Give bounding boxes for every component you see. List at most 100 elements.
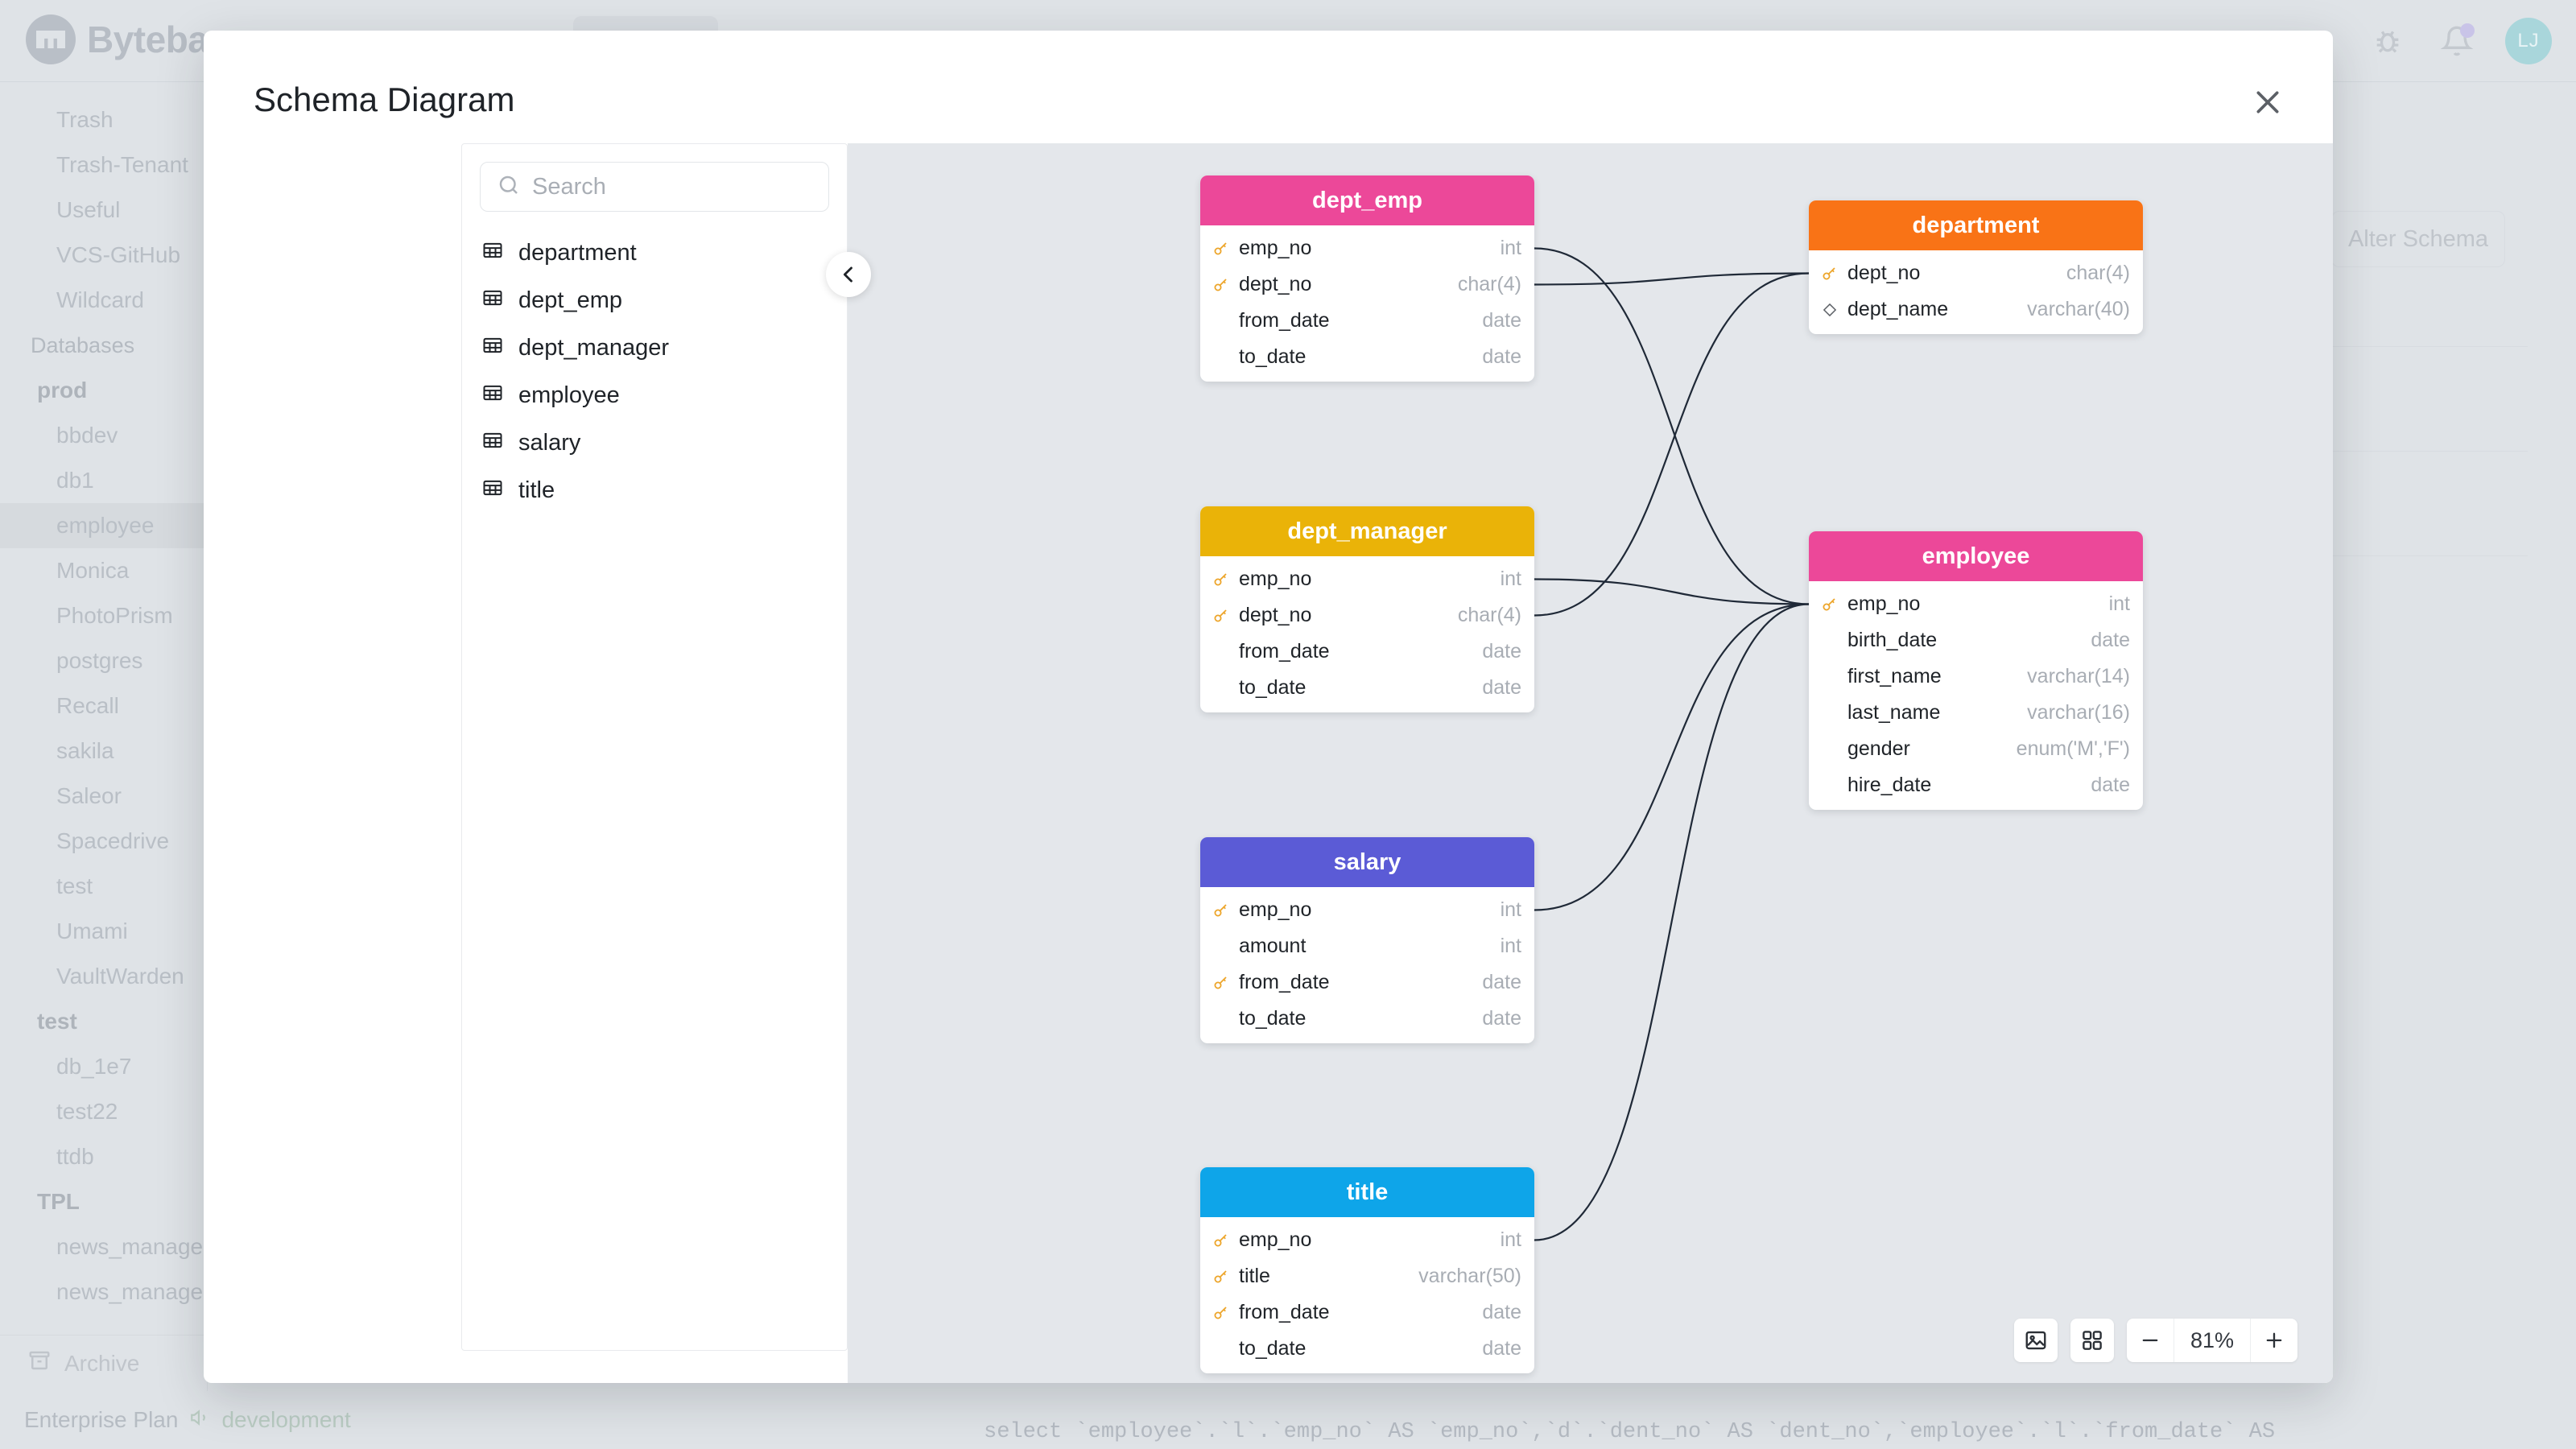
sidebar-item-vcs-github[interactable]: VCS-GitHub	[0, 233, 207, 278]
sidebar-item-databases[interactable]: Databases	[0, 323, 207, 368]
sidebar-item-ttdb[interactable]: ttdb	[0, 1134, 207, 1179]
table-list-item-employee[interactable]: employee	[462, 372, 847, 419]
image-export-icon[interactable]	[2014, 1319, 2058, 1362]
sidebar-item-umami[interactable]: Umami	[0, 909, 207, 954]
sidebar-item-test22[interactable]: test22	[0, 1089, 207, 1134]
archive-icon	[27, 1348, 52, 1378]
app-footer: Enterprise Plan development	[0, 1391, 2576, 1449]
avatar[interactable]: LJ	[2505, 18, 2552, 64]
search-box[interactable]	[480, 162, 829, 212]
collapse-panel-button[interactable]	[826, 252, 871, 297]
table-list-panel: departmentdept_empdept_manageremployeesa…	[461, 143, 848, 1351]
sidebar-item-news-manage[interactable]: news_manage	[0, 1224, 207, 1269]
erd-edge	[1534, 247, 1810, 605]
sidebar-item-wildcard[interactable]: Wildcard	[0, 278, 207, 323]
sidebar-item-spacedrive[interactable]: Spacedrive	[0, 819, 207, 864]
search-icon	[497, 173, 521, 201]
key-icon	[1212, 239, 1231, 258]
erd-column-type: char(4)	[1457, 604, 1521, 626]
erd-column-name: emp_no	[1239, 1228, 1312, 1251]
key-icon	[1820, 264, 1839, 283]
zoom-in-button[interactable]	[2251, 1319, 2297, 1362]
search-input[interactable]	[532, 173, 812, 200]
sidebar-item-recall[interactable]: Recall	[0, 683, 207, 729]
table-icon	[481, 287, 504, 316]
sidebar-item-news-manage[interactable]: news_manage	[0, 1269, 207, 1315]
sidebar-item-sakila[interactable]: sakila	[0, 729, 207, 774]
grid-layout-icon[interactable]	[2070, 1319, 2114, 1362]
erd-column-name: title	[1239, 1265, 1270, 1287]
sidebar-item-trash-tenant[interactable]: Trash-Tenant	[0, 142, 207, 188]
erd-column-type: char(4)	[1457, 273, 1521, 295]
erd-column-name: from_date	[1239, 640, 1330, 663]
table-list-item-dept_manager[interactable]: dept_manager	[462, 324, 847, 372]
table-list-item-department[interactable]: department	[462, 229, 847, 277]
sidebar-item-postgres[interactable]: postgres	[0, 638, 207, 683]
zoom-out-button[interactable]	[2127, 1319, 2174, 1362]
erd-node-title: dept_manager	[1200, 506, 1534, 556]
sidebar-item-employee[interactable]: employee	[0, 503, 207, 548]
erd-column-type: date	[1482, 1337, 1521, 1360]
sidebar-item-prod[interactable]: prod	[0, 368, 207, 413]
page-title: Schema Diagram	[254, 80, 515, 118]
notification-bell-icon[interactable]	[2436, 20, 2478, 62]
sidebar-item-test[interactable]: test	[0, 864, 207, 909]
erd-column-type: date	[1482, 345, 1521, 368]
sidebar-item-db-1e7[interactable]: db_1e7	[0, 1044, 207, 1089]
canvas-toolbar: 81%	[2014, 1319, 2297, 1362]
sidebar-item-useful[interactable]: Useful	[0, 188, 207, 233]
erd-column-type: date	[1482, 309, 1521, 332]
table-list-item-dept_emp[interactable]: dept_emp	[462, 277, 847, 324]
sidebar-item-archive[interactable]: Archive	[0, 1335, 207, 1391]
table-list-item-title[interactable]: title	[462, 467, 847, 514]
sidebar-item-vaultwarden[interactable]: VaultWarden	[0, 954, 207, 999]
sidebar-item-label: test	[37, 1009, 77, 1034]
sidebar-item-trash[interactable]: Trash	[0, 97, 207, 142]
bug-icon[interactable]	[2367, 20, 2409, 62]
sidebar-item-saleor[interactable]: Saleor	[0, 774, 207, 819]
sidebar-item-test[interactable]: test	[0, 999, 207, 1044]
table-list-item-salary[interactable]: salary	[462, 419, 847, 467]
sidebar-item-tpl[interactable]: TPL	[0, 1179, 207, 1224]
sidebar-item-monica[interactable]: Monica	[0, 548, 207, 593]
sidebar-item-photoprism[interactable]: PhotoPrism	[0, 593, 207, 638]
sidebar-item-bbdev[interactable]: bbdev	[0, 413, 207, 458]
key-icon	[1212, 1267, 1231, 1286]
sidebar-item-db1[interactable]: db1	[0, 458, 207, 503]
close-icon[interactable]	[2244, 79, 2291, 126]
erd-column-type: date	[2091, 629, 2130, 651]
alter-schema-button[interactable]: Alter Schema	[2331, 211, 2505, 267]
